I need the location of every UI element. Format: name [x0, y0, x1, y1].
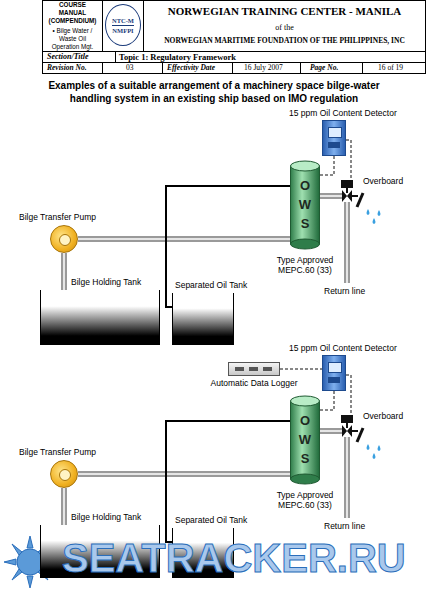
pump-hub	[59, 234, 71, 246]
text-label: Section/Title	[47, 52, 88, 61]
logger-slot	[235, 367, 244, 371]
drain-line	[166, 186, 290, 307]
type-approval-note: Type Approved MEPC.60 (33)	[262, 490, 348, 510]
separator-label: O W S	[299, 411, 312, 468]
detector-panel	[328, 377, 340, 383]
signal-line	[320, 156, 334, 175]
manual-subject: • Bilge Water / Waste Oil Operation Mgt.	[45, 27, 100, 51]
component-label: Bilge Transfer Pump	[19, 447, 96, 457]
watermark: SEATRACKER.RU	[62, 536, 406, 581]
node-ows: O W SType Approved MEPC.60 (33)	[290, 160, 320, 250]
pipe-line	[64, 488, 65, 525]
pipe-line	[64, 253, 65, 290]
logo-text: NMFPI	[112, 25, 133, 35]
node-tank: Separated Oil Tank	[172, 293, 234, 345]
tank-label: Bilge Holding Tank	[71, 512, 141, 522]
tank-label: Separated Oil Tank	[175, 515, 247, 525]
text-label: of the	[144, 23, 425, 32]
text-label: Effectivity Date	[167, 63, 215, 72]
text-label: Overboard	[363, 411, 403, 421]
logger-slot	[249, 367, 258, 371]
text-label: 16 of 19	[378, 63, 403, 72]
text-label: NORWEGIAN MARITIME FOUNDATION OF THE PHI…	[144, 36, 425, 45]
header-table	[42, 0, 426, 74]
text-label: Revision No.	[47, 63, 87, 72]
component-label: Bilge Transfer Pump	[19, 212, 96, 222]
component-label: Automatic Data Logger	[211, 378, 298, 388]
page-title: Examples of a suitable arrangement of a …	[44, 79, 384, 105]
node-pump: Bilge Transfer Pump	[50, 460, 78, 488]
separator-label: O W S	[299, 176, 312, 233]
text-label: NORWEGIAN TRAINING CENTER - MANILA	[144, 5, 425, 17]
text-label: Topic 1: Regulatory Framework	[119, 52, 236, 62]
tank-label: Bilge Holding Tank	[71, 277, 141, 287]
node-ocd: 15 ppm Oil Content Detector	[322, 355, 346, 391]
node-logo: NTC-MNMFPI	[105, 4, 141, 46]
component-label: 15 ppm Oil Content Detector	[289, 108, 397, 118]
text-label: Return line	[324, 286, 365, 296]
manual-title: COURSE MANUAL (COMPENDIUM)	[45, 1, 100, 25]
type-approval-note: Type Approved MEPC.60 (33)	[262, 255, 348, 275]
node-tank: Bilge Holding Tank	[40, 290, 160, 345]
pump-hub	[59, 469, 71, 481]
pipe-line	[78, 474, 290, 475]
node-ocd: 15 ppm Oil Content Detector	[322, 120, 346, 156]
node-ows: O W SType Approved MEPC.60 (33)	[290, 395, 320, 485]
tank-label: Separated Oil Tank	[175, 280, 247, 290]
detector-panel	[328, 142, 340, 148]
text-label: Return line	[324, 521, 365, 531]
node-hdr: COURSE MANUAL (COMPENDIUM)• Bilge Water …	[43, 1, 102, 51]
component-label: 15 ppm Oil Content Detector	[289, 343, 397, 353]
logo-text: NTC-M	[112, 16, 134, 25]
detector-panel	[328, 127, 342, 138]
pipe-line	[78, 239, 290, 240]
detector-panel	[328, 362, 342, 373]
drain-line	[166, 421, 290, 542]
text-label: 03	[126, 63, 134, 72]
signal-line	[320, 391, 334, 410]
node-pump: Bilge Transfer Pump	[50, 225, 78, 253]
text-label: Page No.	[310, 63, 338, 72]
text-label: 16 July 2007	[244, 63, 283, 72]
signal-line	[280, 369, 322, 370]
node-logger: Automatic Data Logger	[228, 362, 280, 376]
text-label: Overboard	[363, 176, 403, 186]
logger-slot	[263, 367, 272, 371]
